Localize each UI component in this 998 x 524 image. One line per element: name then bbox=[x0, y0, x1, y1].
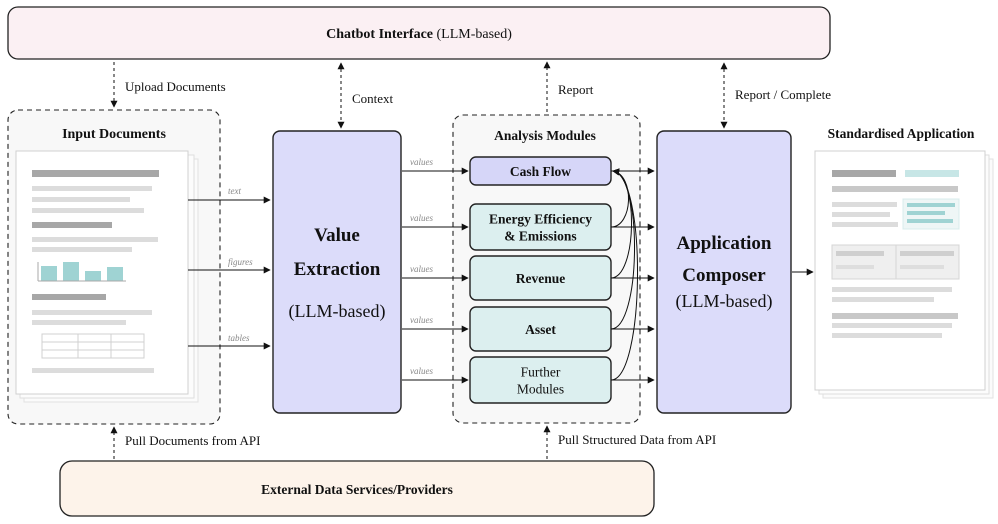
value-extraction-line1: Value bbox=[314, 225, 360, 246]
text-label: text bbox=[228, 186, 241, 196]
upload-label: Upload Documents bbox=[125, 79, 226, 94]
module-label: Revenue bbox=[516, 271, 566, 286]
values-label: values bbox=[410, 157, 433, 167]
document-page bbox=[15, 150, 189, 395]
values-label: values bbox=[410, 366, 433, 376]
module-to-cashflow-arrow bbox=[610, 168, 638, 381]
standardised-title: Standardised Application bbox=[828, 126, 975, 141]
composer-line2: Composer bbox=[682, 265, 766, 286]
values-label: values bbox=[410, 315, 433, 325]
module-label: Further bbox=[521, 365, 561, 380]
values-label: values bbox=[410, 264, 433, 274]
standardised-application: Standardised Application bbox=[814, 126, 994, 399]
analysis-modules-title: Analysis Modules bbox=[494, 128, 596, 143]
pull-structured-label: Pull Structured Data from API bbox=[558, 432, 716, 447]
standardised-document-page bbox=[814, 150, 986, 391]
chatbot-interface-box: Chatbot Interface (LLM-based) bbox=[7, 6, 831, 60]
module-cash-flow: Cash Flow bbox=[469, 156, 612, 186]
value-extraction-line2: Extraction bbox=[294, 259, 381, 280]
module-label: Modules bbox=[517, 382, 564, 397]
report-complete-label: Report / Complete bbox=[735, 87, 831, 102]
module-asset: Asset bbox=[469, 306, 612, 352]
input-documents-group: Input Documents bbox=[7, 109, 221, 425]
value-extraction-line3: (LLM-based) bbox=[289, 301, 386, 322]
module-label: & Emissions bbox=[504, 229, 576, 244]
external-title: External Data Services/Providers bbox=[261, 482, 453, 497]
context-label: Context bbox=[352, 91, 394, 106]
edges bbox=[110, 61, 814, 459]
value-extraction-box: Value Extraction (LLM-based) bbox=[272, 130, 402, 414]
module-edges bbox=[402, 167, 655, 384]
chatbot-title: Chatbot Interface bbox=[326, 27, 433, 42]
report-label: Report bbox=[558, 82, 594, 97]
composer-line1: Application bbox=[676, 233, 771, 254]
svg-text:Chatbot Interface (LLM-based): Chatbot Interface (LLM-based) bbox=[326, 27, 512, 42]
tables-label: tables bbox=[228, 333, 250, 343]
application-composer-box: Application Composer (LLM-based) bbox=[656, 130, 792, 414]
figures-label: figures bbox=[228, 257, 253, 267]
module-label: Cash Flow bbox=[510, 164, 571, 179]
module-label: Asset bbox=[525, 322, 556, 337]
table-icon bbox=[41, 333, 145, 359]
bar-chart-icon bbox=[37, 262, 126, 282]
composer-line3: (LLM-based) bbox=[676, 291, 773, 312]
input-documents-title: Input Documents bbox=[62, 127, 166, 142]
pull-documents-label: Pull Documents from API bbox=[125, 433, 260, 448]
edge-labels: Upload Documents Context Report Report /… bbox=[125, 79, 831, 448]
module-label: Energy Efficiency bbox=[489, 212, 592, 227]
module-energy-efficiency-emissions: Energy Efficiency & Emissions bbox=[469, 203, 612, 251]
chatbot-subtitle: (LLM-based) bbox=[433, 27, 512, 42]
module-revenue: Revenue bbox=[469, 255, 612, 301]
values-labels: values values values values values bbox=[410, 157, 433, 376]
values-label: values bbox=[410, 213, 433, 223]
external-data-services-box: External Data Services/Providers bbox=[59, 460, 655, 517]
